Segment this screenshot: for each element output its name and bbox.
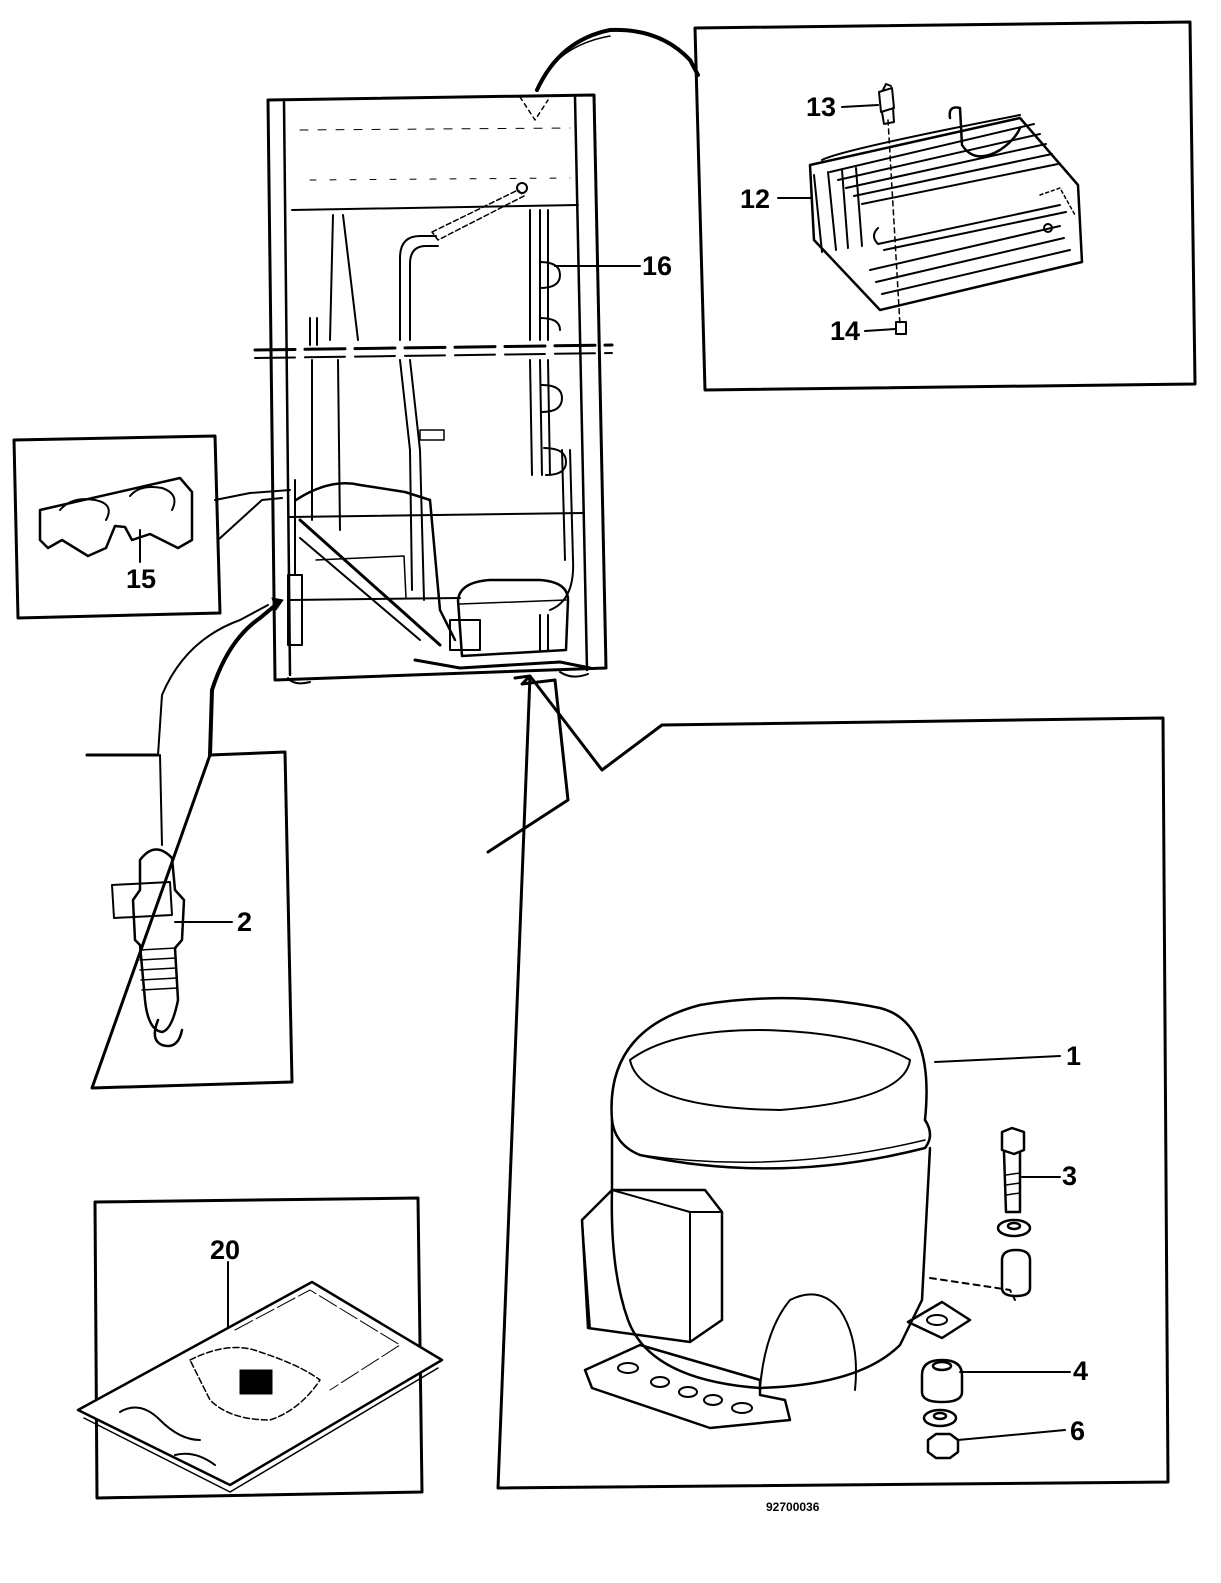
compressor-detail-box: [486, 674, 1170, 1490]
refrigerator-cabinet: [253, 93, 614, 685]
compressor: [580, 996, 1016, 1430]
label-part-20: 20: [210, 1235, 241, 1265]
label-part-6: 6: [1070, 1416, 1086, 1446]
label-part-14: 14: [830, 316, 861, 346]
label-part-2: 2: [237, 907, 253, 937]
label-part-4: 4: [1073, 1356, 1089, 1386]
instruction-book-box: [76, 1196, 444, 1500]
label-part-12: 12: [740, 184, 771, 214]
condenser-coil: [808, 106, 1084, 326]
condenser-detail-box: [535, 20, 1197, 392]
thermostat-bulb: [111, 848, 186, 1048]
clip-detail-box: [12, 434, 291, 620]
label-part-15: 15: [126, 564, 157, 594]
leader-lines: [174, 104, 1071, 1441]
label-part-3: 3: [1062, 1161, 1078, 1191]
drawing-code: 92700036: [766, 1500, 820, 1514]
thermostat-bulb-box: [85, 597, 294, 1090]
fastener-14: [895, 321, 907, 335]
label-part-13: 13: [806, 92, 837, 122]
mounting-hardware: [920, 1126, 1032, 1460]
label-part-16: 16: [642, 251, 673, 281]
drain-fitting-13: [878, 83, 895, 125]
label-part-1: 1: [1066, 1041, 1082, 1071]
